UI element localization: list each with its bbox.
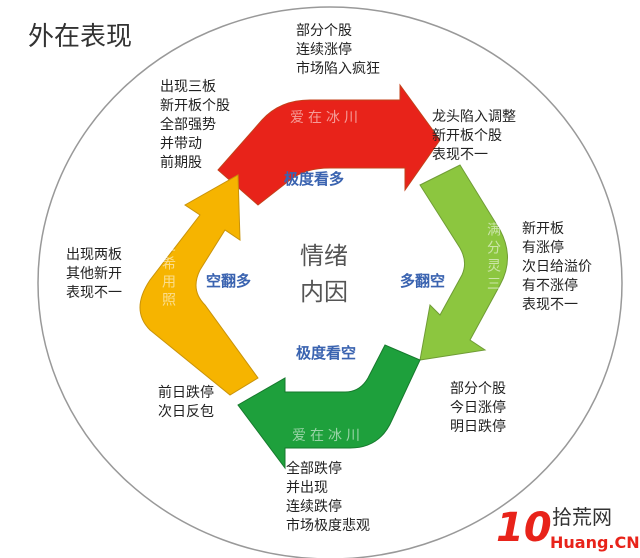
note-top: 部分个股 连续涨停 市场陷入疯狂 — [296, 23, 380, 77]
green-arrow — [237, 344, 421, 470]
light-green-arrow — [419, 164, 508, 361]
inner-label-top: 极度看多 — [284, 170, 345, 188]
watermark-logo: 10 — [496, 505, 552, 551]
note-left: 出现两板 其他新开 表现不一 — [66, 247, 122, 301]
arrow-label-left: 三希用照 — [160, 238, 176, 310]
center-label-2: 内因 — [300, 278, 348, 306]
inner-label-right: 多翻空 — [400, 272, 446, 290]
red-arrow — [217, 83, 441, 206]
watermark-url: Huang.CN — [550, 533, 640, 552]
note-bottom-left: 前日跌停 次日反包 — [158, 385, 214, 420]
inner-label-left: 空翻多 — [206, 272, 252, 290]
watermark-name: 拾荒网 — [552, 505, 612, 529]
center-label-1: 情绪 — [300, 242, 348, 270]
inner-label-bottom: 极度看空 — [296, 344, 357, 362]
outer-circle — [37, 6, 623, 558]
note-top-right: 龙头陷入调整 新开板个股 表现不一 — [432, 109, 516, 163]
note-bottom-right: 部分个股 今日涨停 明日跌停 — [450, 381, 506, 435]
arrow-label-bottom: 爱在冰川 — [292, 428, 364, 444]
watermark-number: 10 — [496, 505, 552, 551]
title: 外在表现 — [28, 22, 133, 52]
yellow-arrow — [139, 174, 259, 396]
note-right: 新开板 有涨停 次日给溢价 有不涨停 表现不一 — [522, 221, 592, 313]
note-top-left: 出现三板 新开板个股 全部强势 并带动 前期股 — [160, 79, 230, 171]
arrow-label-right: 满分灵三 — [485, 222, 501, 294]
arrow-label-top: 爱在冰川 — [290, 110, 362, 126]
note-bottom: 全部跌停 并出现 连续跌停 市场极度悲观 — [286, 461, 370, 534]
